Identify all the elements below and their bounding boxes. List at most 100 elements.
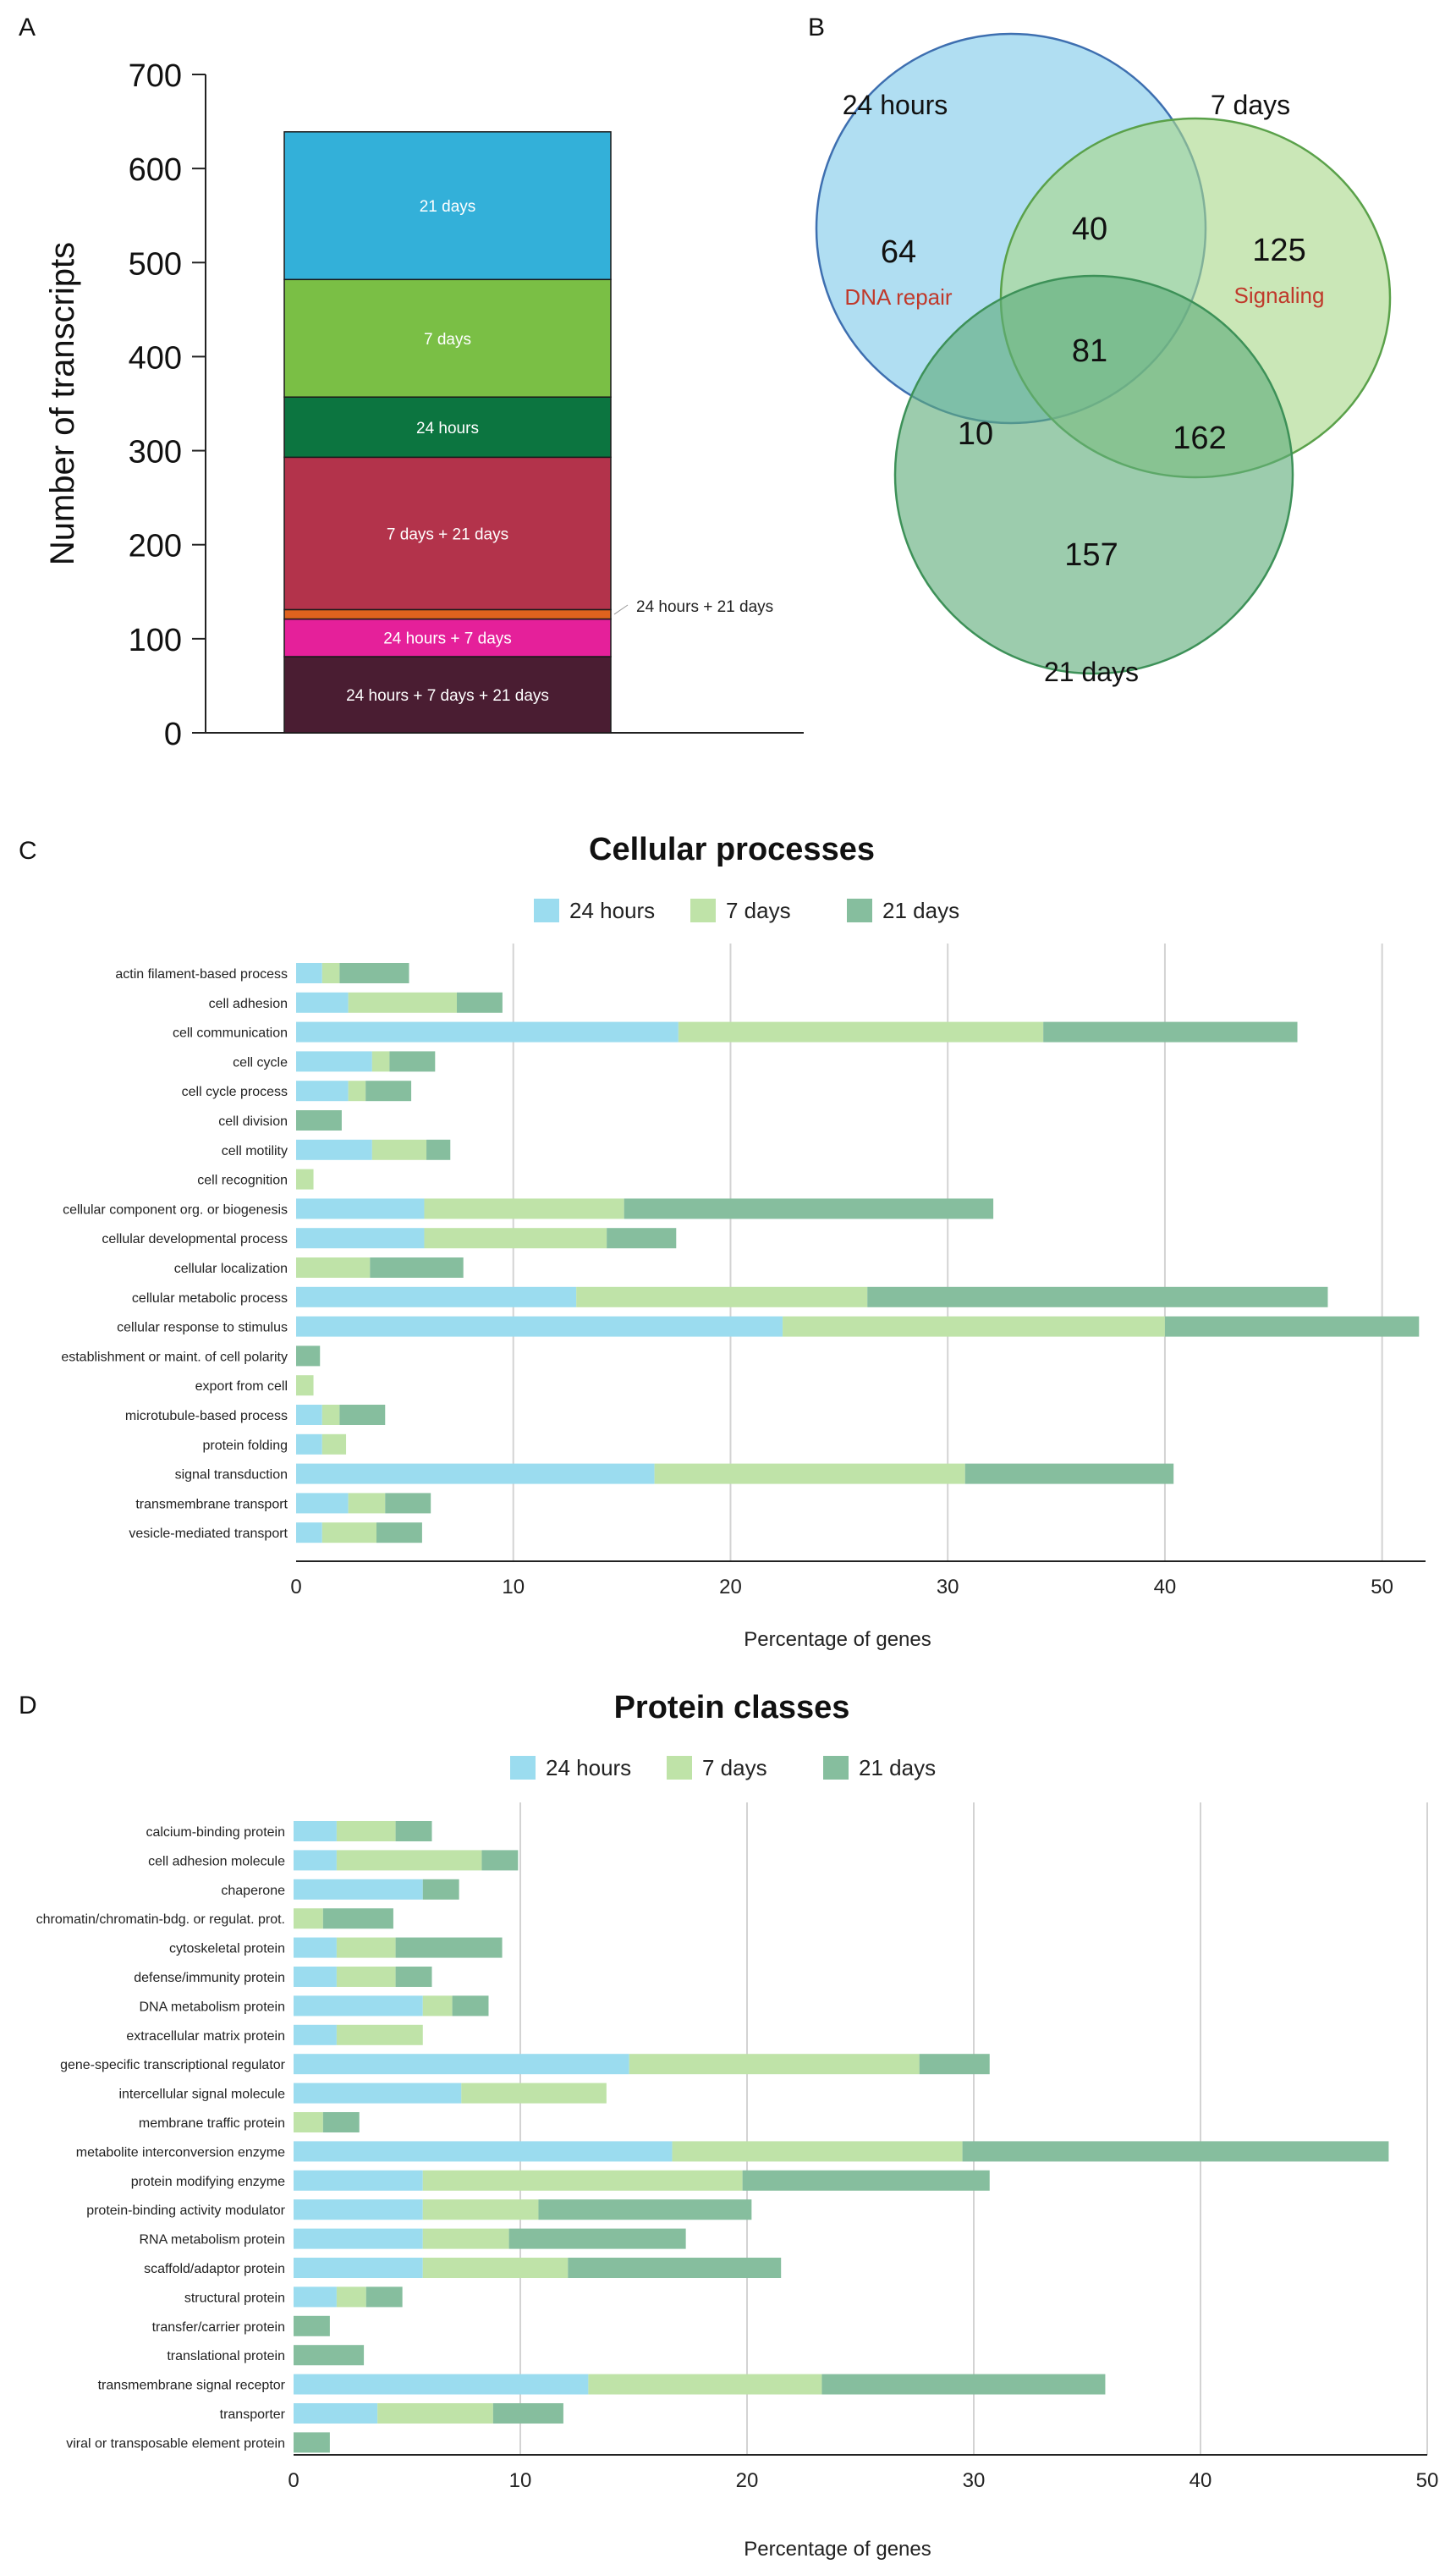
x-tick-label: 20 [719,1576,742,1598]
bar-segment [576,1286,868,1307]
panel-label-d: D [19,1692,37,1719]
bar-segment [962,2141,1389,2162]
legend-swatch [667,1756,692,1780]
venn-region-count: 40 [1072,212,1107,247]
panel-label-a: A [19,14,36,41]
category-label: transporter [220,2407,286,2422]
bar-segment [294,2054,629,2075]
bar-segment [322,2112,360,2132]
y-tick-label: 100 [129,623,182,658]
segment-label: 7 days [424,331,471,349]
x-tick-label: 40 [1154,1576,1177,1598]
bar-segment [294,2170,423,2191]
venn-set-label: 7 days [1211,90,1290,120]
x-tick-label: 0 [290,1576,301,1598]
y-tick-label: 600 [129,152,182,188]
category-label: chromatin/chromatin-bdg. or regulat. pro… [36,1912,285,1927]
bar-segment [283,396,612,459]
bar-segment [339,1405,386,1425]
bar-segment [296,1375,314,1396]
bar-segment [296,1169,314,1190]
bar-segment [296,1405,322,1425]
category-label: defense/immunity protein [134,1971,285,1985]
bar-segment [296,1286,577,1307]
bar-segment [422,2228,509,2249]
category-label: signal transduction [175,1468,288,1483]
bar-segment [296,1257,371,1278]
bar-segment [294,2141,673,2162]
bar-segment [783,1316,1165,1337]
bar-segment [296,1051,372,1072]
bar-segment [296,1198,425,1219]
category-label: transmembrane signal receptor [98,2379,286,2393]
panel-label-c: C [19,837,37,865]
category-label: DNA metabolism protein [139,2000,285,2014]
venn-set-label: 24 hours [843,90,948,120]
bar-segment [742,2170,990,2191]
bar-segment [370,1257,464,1278]
bar-segment [294,2024,337,2045]
bar-segment [389,1051,436,1072]
bar-segment [395,1937,503,1958]
category-label: cell adhesion [209,997,288,1011]
bar-segment [508,2228,686,2249]
category-label: cell cycle [233,1055,288,1070]
bar-segment [395,1967,432,1987]
horizontal-bar-chart-d: Protein classes Percentage of genes 24 h… [36,1690,1439,2561]
bar-segment [422,2170,743,2191]
bar-segment [296,1493,349,1514]
category-label: cellular component org. or biogenesis [63,1202,288,1217]
bar-segment [294,2315,330,2336]
bar-segment [461,2083,607,2104]
category-label: membrane traffic protein [139,2116,285,2131]
bar-segment [538,2199,752,2220]
category-label: cell division [218,1114,288,1129]
y-axis-label-a: Number of transcripts [44,242,81,565]
x-tick-label: 0 [288,2469,299,2492]
horizontal-bar-chart-c: Cellular processes Percentage of genes 2… [61,832,1426,1651]
category-label: chaperone [221,1884,285,1898]
bar-segment [296,1110,342,1131]
bar-segment [607,1228,677,1249]
bar-segment [336,1967,396,1987]
category-label: cell cycle process [182,1085,288,1099]
x-tick-label: 50 [1416,2469,1439,2492]
y-tick-label: 400 [129,340,182,376]
bar-segment [424,1228,607,1249]
bar-segment [294,2374,589,2395]
bar-segment [294,1879,423,1900]
legend-label: 21 days [859,1755,936,1780]
bar-segment [629,2054,920,2075]
venn-set-label: 21 days [1044,657,1139,687]
bar-segment [588,2374,822,2395]
segment-label: 24 hours + 7 days + 21 days [346,687,549,705]
bar-segment [336,2024,423,2045]
category-label: export from cell [195,1379,288,1394]
bar-segment [294,1908,323,1929]
bar-segment [294,2258,423,2278]
category-label: cell communication [173,1026,288,1041]
venn-annotation: Signaling [1234,283,1325,308]
legend-label: 24 hours [546,1755,631,1780]
category-label: calcium-binding protein [146,1825,285,1840]
y-tick-label: 200 [129,529,182,564]
category-label: transfer/carrier protein [152,2320,285,2335]
chart-title-c: Cellular processes [589,832,875,867]
bar-segment [296,1345,321,1367]
bar-segment [964,1463,1174,1484]
category-label: cellular developmental process [102,1232,288,1246]
bar-segment [321,1405,340,1425]
x-tick-label: 10 [502,1576,525,1598]
y-tick-label: 300 [129,435,182,470]
bar-segment [336,1850,482,1871]
category-label: protein folding [202,1439,288,1453]
x-tick-label: 50 [1371,1576,1393,1598]
bar-segment [395,1821,432,1841]
segment-label: 24 hours + 7 days [383,630,512,648]
legend-swatch [510,1756,536,1780]
legend-label: 7 days [726,898,791,923]
bar-segment [371,1139,427,1160]
bar-segment [294,2228,423,2249]
category-label: extracellular matrix protein [126,2029,285,2044]
